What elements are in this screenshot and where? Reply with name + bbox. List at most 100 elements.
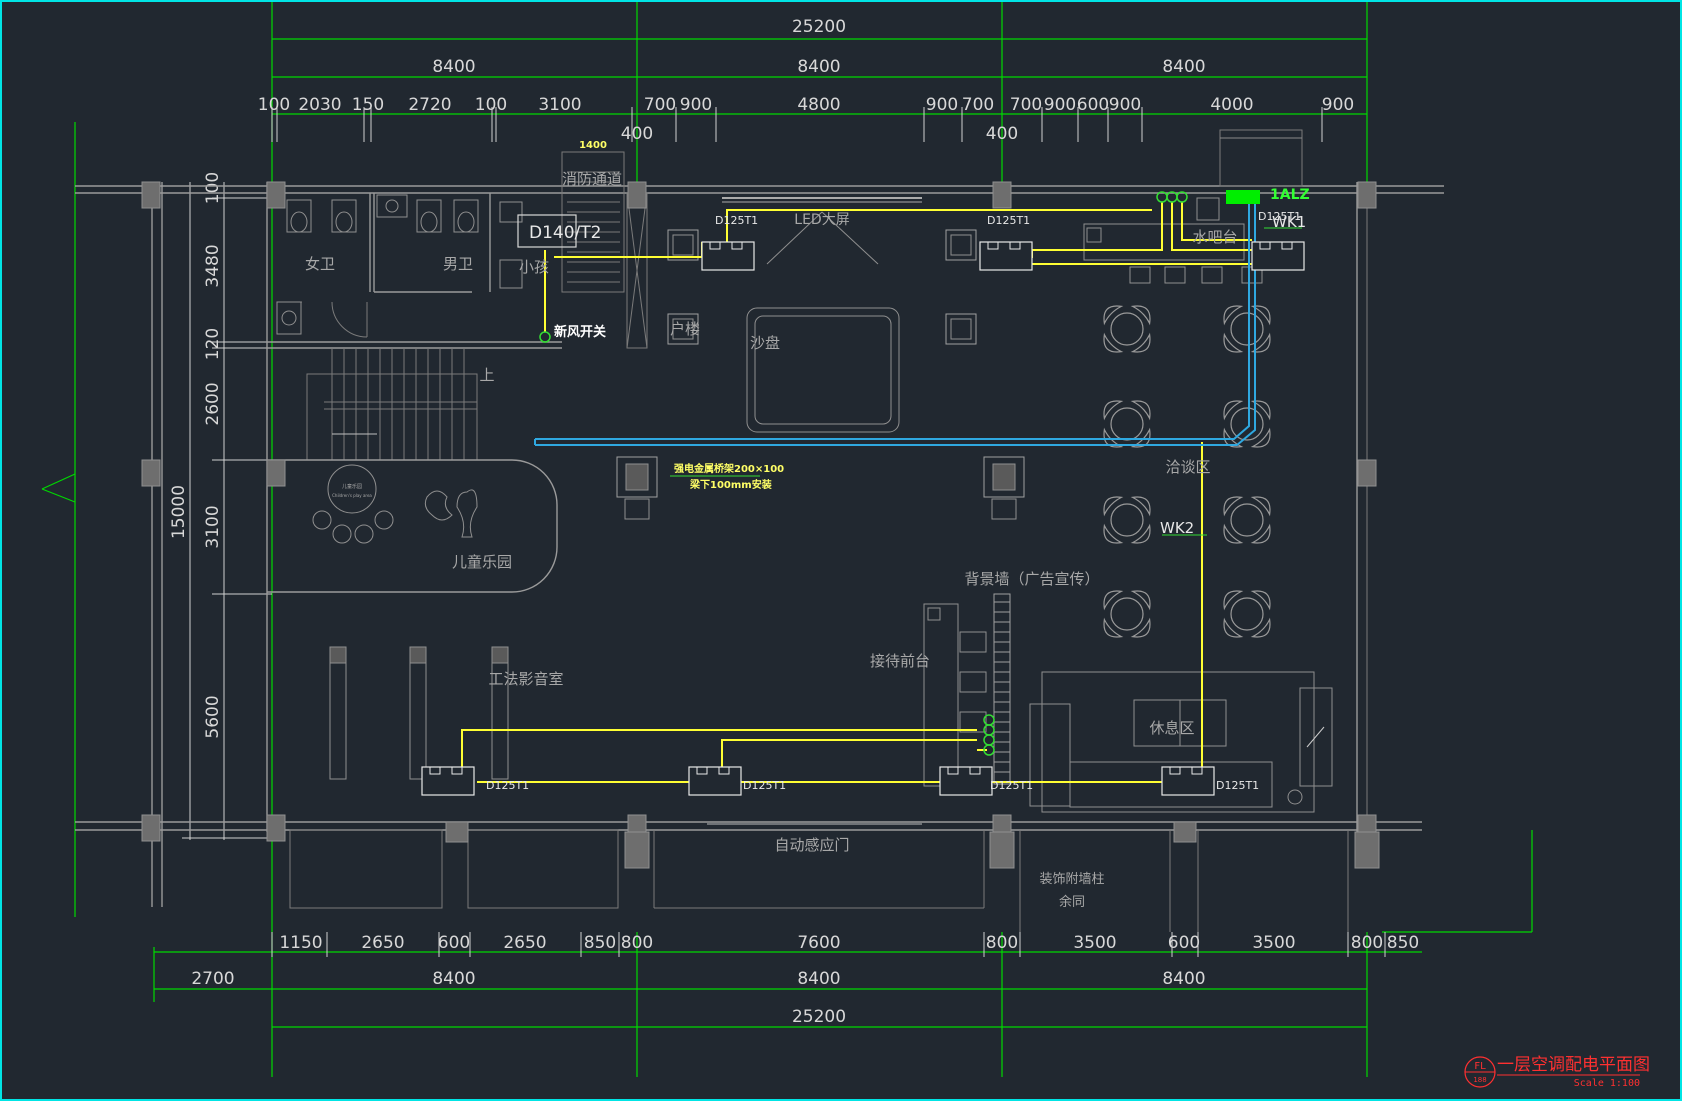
unit-label: D125T1 <box>987 214 1030 227</box>
negotiation-table <box>1103 590 1151 638</box>
ac-unit <box>421 766 475 796</box>
dim-top-detail: 700 <box>1010 95 1042 115</box>
label-wk1: WK1 <box>1272 213 1306 231</box>
dim-top-detail: 900 <box>1109 95 1141 115</box>
dim-top-detail: 100 <box>475 95 507 115</box>
label-bar: 水吧台 <box>1192 228 1237 246</box>
label-kids-wc: 小孩 <box>519 258 549 276</box>
dim-top-detail: 700 <box>644 95 676 115</box>
building-walls <box>75 129 1444 932</box>
ac-unit <box>979 241 1033 271</box>
stamp-letters: FL <box>1474 1061 1486 1072</box>
room-labels: 女卫 男卫 小孩 消防通道 LED大屏 水吧台 沙盘 户楼 上 洽谈区 儿童乐园… <box>305 170 1238 910</box>
negotiation-table <box>1223 305 1271 353</box>
label-tray-install: 梁下100mm安装 <box>689 478 772 491</box>
dim-top-detail: 2720 <box>408 95 451 115</box>
label-stair-up: 上 <box>479 366 494 384</box>
label-fresh-air-switch: 新风开关 <box>554 324 606 340</box>
dim-top-detail: 3100 <box>538 95 581 115</box>
dim-bottom-bay: 2700 <box>191 969 234 989</box>
top-dimensions: 25200 8400 8400 8400 100 2030 150 2720 1… <box>258 17 1354 144</box>
unit-label: D125T1 <box>990 779 1033 792</box>
dim-bottom-detail: 800 <box>1351 933 1383 953</box>
dim-top-bay-1: 8400 <box>432 57 475 77</box>
negotiation-table <box>1103 496 1151 544</box>
label-reception: 接待前台 <box>870 652 930 670</box>
negotiation-table <box>1223 496 1271 544</box>
label-sand-table: 沙盘 <box>750 334 780 352</box>
label-kids-park: 儿童乐园 <box>452 553 512 571</box>
dim-bottom-detail: 600 <box>438 933 470 953</box>
ac-unit <box>701 241 755 271</box>
dim-bottom-total: 25200 <box>792 1007 846 1027</box>
label-tray-spec: 强电金属桥架200×100 <box>674 462 784 475</box>
dim-bottom-detail: 2650 <box>361 933 404 953</box>
dim-top-bay-3: 8400 <box>1162 57 1205 77</box>
dim-top-bay-2: 8400 <box>797 57 840 77</box>
dim-top-detail: 900 <box>1322 95 1354 115</box>
dim-left-detail: 5600 <box>203 695 223 738</box>
label-background-wall: 背景墙（广告宣传） <box>964 570 1099 588</box>
label-auto-door: 自动感应门 <box>774 836 849 854</box>
unit-label: D125T1 <box>743 779 786 792</box>
dim-left-detail: 3480 <box>203 244 223 287</box>
label-dim-1400: 1400 <box>579 140 607 151</box>
dim-bottom-detail: 600 <box>1168 933 1200 953</box>
label-wk2: WK2 <box>1160 519 1194 537</box>
dim-left-detail: 3100 <box>203 505 223 548</box>
label-1alz: 1ALZ <box>1270 187 1310 203</box>
kids-logo-text: 儿童乐园 <box>342 483 362 490</box>
dim-top-detail: 900 <box>1044 95 1076 115</box>
label-deco-column: 装饰附墙柱 <box>1039 872 1104 887</box>
left-dimensions: 15000 100 3480 120 2600 3100 5600 <box>169 172 272 840</box>
dim-bottom-detail: 3500 <box>1073 933 1116 953</box>
ac-unit <box>1251 241 1305 271</box>
drawing-scale: Scale 1:100 <box>1574 1078 1640 1089</box>
ac-unit <box>1161 766 1215 796</box>
dim-bottom-detail: 800 <box>986 933 1018 953</box>
dim-top-detail: 2030 <box>298 95 341 115</box>
label-men-wc: 男卫 <box>443 255 473 273</box>
dim-bottom-bay: 8400 <box>797 969 840 989</box>
dim-top-detail: 900 <box>926 95 958 115</box>
dim-top-detail: 150 <box>352 95 384 115</box>
dim-top-detail: 4000 <box>1210 95 1253 115</box>
dim-top-sub: 400 <box>621 124 653 144</box>
dim-bottom-bay: 8400 <box>432 969 475 989</box>
dim-top-detail: 100 <box>258 95 290 115</box>
kids-logo-en: Children's play area <box>332 493 372 498</box>
unit-label: D125T1 <box>1258 210 1301 223</box>
dim-top-detail: 600 <box>1077 95 1109 115</box>
label-fire-passage: 消防通道 <box>562 170 622 188</box>
stamp-sub: 188 <box>1473 1076 1486 1084</box>
power-cables <box>461 202 1257 783</box>
dim-bottom-detail: 2650 <box>503 933 546 953</box>
label-door-model: 户楼 <box>670 320 700 338</box>
unit-label: D125T1 <box>1216 779 1259 792</box>
drawing-title: 一层空调配电平面图 <box>1497 1055 1650 1075</box>
dim-bottom-detail: 850 <box>584 933 616 953</box>
electrical-labels: D140/T2 新风开关 1ALZ WK1 WK2 强电金属桥架200×100 … <box>486 140 1310 792</box>
dim-top-detail: 700 <box>962 95 994 115</box>
cable-tray <box>534 202 1256 446</box>
dim-left-total: 15000 <box>169 485 189 539</box>
label-negotiation: 洽谈区 <box>1165 458 1210 476</box>
unit-label: D125T1 <box>486 779 529 792</box>
label-theater: 工法影音室 <box>488 670 563 688</box>
dim-left-detail: 120 <box>203 328 223 360</box>
dim-top-detail: 4800 <box>797 95 840 115</box>
dim-bottom-bay: 8400 <box>1162 969 1205 989</box>
label-d140: D140/T2 <box>529 223 601 243</box>
dim-top-detail: 900 <box>680 95 712 115</box>
negotiation-table <box>1103 400 1151 448</box>
ac-units <box>421 241 1305 796</box>
dim-bottom-detail: 850 <box>1387 933 1419 953</box>
dim-bottom-detail: 7600 <box>797 933 840 953</box>
label-same-as: 余同 <box>1059 894 1085 910</box>
dimension-grid <box>41 2 1533 1077</box>
negotiation-tables <box>1103 305 1271 638</box>
negotiation-table <box>1103 305 1151 353</box>
dim-bottom-detail: 1150 <box>279 933 322 953</box>
